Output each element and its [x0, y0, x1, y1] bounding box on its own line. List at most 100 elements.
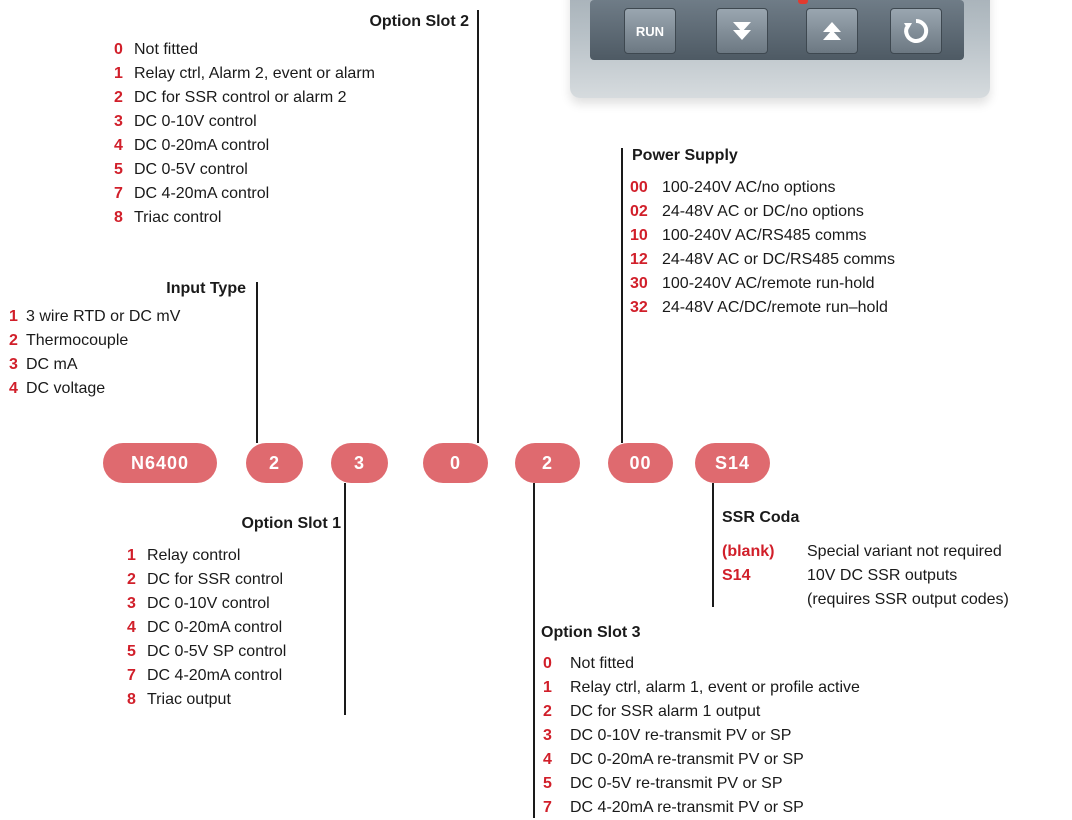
option-description: 24-48V AC or DC/no options — [662, 203, 864, 220]
option-code: 2 — [543, 703, 552, 720]
option-description: DC 0-20mA control — [147, 619, 283, 636]
option-code: 1 — [9, 308, 18, 325]
option-code: 2 — [114, 89, 123, 106]
option-description: DC 0-5V re-transmit PV or SP — [570, 775, 783, 792]
option-code: 3 — [543, 727, 552, 744]
option-code: 3 — [9, 356, 18, 373]
list-item: 1 3 wire RTD or DC mV — [9, 305, 180, 329]
option-code: 1 — [114, 65, 123, 82]
option-code: 1 — [127, 547, 136, 564]
option-description: 100-240V AC/remote run-hold — [662, 275, 875, 292]
option-slot-1-title: Option Slot 1 — [241, 515, 341, 532]
input-type-connector — [256, 282, 258, 443]
run-key: RUN — [624, 8, 676, 54]
option-description: DC 4-20mA re-transmit PV or SP — [570, 799, 804, 816]
option-code: 02 — [630, 203, 648, 220]
option-description: Special variant not required — [807, 543, 1002, 560]
power-supply-connector — [621, 148, 623, 443]
code-pill-option-slot-3: 2 — [515, 443, 580, 483]
option-description: DC for SSR control or alarm 2 — [134, 89, 347, 106]
code-pill-power-supply: 00 — [608, 443, 673, 483]
option-description: (requires SSR output codes) — [807, 591, 1009, 608]
list-item: 3 DC 0-10V control — [114, 110, 375, 134]
option-code: 0 — [543, 655, 552, 672]
list-item: 4 DC 0-20mA control — [127, 616, 286, 640]
option-description: DC mA — [26, 356, 78, 373]
list-item: 1 Relay ctrl, Alarm 2, event or alarm — [114, 62, 375, 86]
option-code: S14 — [722, 567, 751, 584]
code-pill-input-type: 2 — [246, 443, 303, 483]
list-item: 5 DC 0-5V re-transmit PV or SP — [543, 772, 860, 796]
option-code: 5 — [127, 643, 136, 660]
option-code: 12 — [630, 251, 648, 268]
option-description: Not fitted — [570, 655, 635, 672]
option-description: Triac output — [147, 691, 231, 708]
option-description: 24-48V AC/DC/remote run–hold — [662, 299, 888, 316]
list-item: 3 DC mA — [9, 353, 180, 377]
option-code: 2 — [9, 332, 18, 349]
option-description: Not fitted — [134, 41, 199, 58]
ssr-coda-title: SSR Coda — [722, 509, 800, 526]
controller-device-photo: RUN — [570, 0, 990, 98]
option-slot-2-title: Option Slot 2 — [369, 13, 469, 30]
option-code: 5 — [114, 161, 123, 178]
list-item: 8 Triac control — [114, 206, 375, 230]
option-code: 5 — [543, 775, 552, 792]
code-pill-ssr-coda: S14 — [695, 443, 770, 483]
list-item: 32 24-48V AC/DC/remote run–hold — [630, 296, 895, 320]
option-description: DC 0-5V control — [134, 161, 248, 178]
option-code: 3 — [114, 113, 123, 130]
option-description: DC 0-20mA control — [134, 137, 270, 154]
option-description: DC for SSR control — [147, 571, 284, 588]
code-pill-model: N6400 — [103, 443, 217, 483]
option-description: Thermocouple — [26, 332, 129, 349]
list-item: (blank)Special variant not required — [722, 540, 1009, 564]
code-pill-option-slot-1: 3 — [331, 443, 388, 483]
code-pill-option-slot-2: 0 — [423, 443, 488, 483]
option-code: 4 — [543, 751, 552, 768]
option-code: 3 — [127, 595, 136, 612]
status-led — [798, 0, 808, 4]
option-slot-3-title: Option Slot 3 — [541, 624, 641, 641]
option-code: 4 — [127, 619, 136, 636]
option-description: Relay ctrl, Alarm 2, event or alarm — [134, 65, 375, 82]
list-item: 5 DC 0-5V control — [114, 158, 375, 182]
list-item: 2 DC for SSR alarm 1 output — [543, 700, 860, 724]
list-item: 12 24-48V AC or DC/RS485 comms — [630, 248, 895, 272]
option-description: DC 4-20mA control — [147, 667, 283, 684]
option-description: DC 0-10V control — [134, 113, 257, 130]
option-description: DC 0-20mA re-transmit PV or SP — [570, 751, 804, 768]
list-item: 02 24-48V AC or DC/no options — [630, 200, 895, 224]
option-description: 24-48V AC or DC/RS485 comms — [662, 251, 895, 268]
option-description: DC 4-20mA control — [134, 185, 270, 202]
up-arrow-icon — [806, 8, 858, 54]
option-description: 3 wire RTD or DC mV — [26, 308, 181, 325]
option-description: Relay ctrl, alarm 1, event or profile ac… — [570, 679, 860, 696]
option-description: DC 0-10V re-transmit PV or SP — [570, 727, 792, 744]
option-description: Triac control — [134, 209, 222, 226]
option-description: DC for SSR alarm 1 output — [570, 703, 761, 720]
power-supply-title: Power Supply — [632, 147, 738, 164]
option-code: 8 — [114, 209, 123, 226]
list-item: 2 DC for SSR control or alarm 2 — [114, 86, 375, 110]
option-code: 32 — [630, 299, 648, 316]
